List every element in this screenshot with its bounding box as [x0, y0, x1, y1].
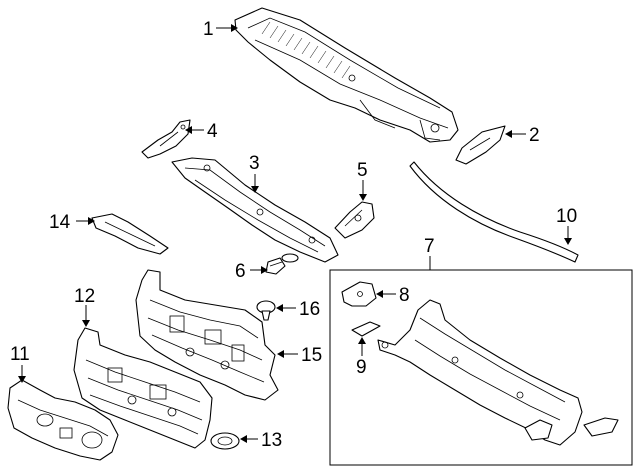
callout-7: 7 — [424, 236, 435, 257]
part-11-lower-insulator — [7, 379, 119, 461]
part-5-bracket — [334, 201, 375, 239]
part-6-hose — [265, 253, 299, 275]
part-9-shim — [351, 321, 381, 337]
part-16-clip — [256, 300, 276, 321]
part-10-weatherstrip — [409, 161, 579, 263]
callout-12: 12 — [74, 286, 95, 307]
part-14-side-trim — [91, 213, 169, 255]
callout-16: 16 — [299, 299, 320, 320]
callout-15: 15 — [301, 345, 322, 366]
part-8-bracket — [341, 281, 377, 307]
leader-lines — [18, 24, 572, 443]
part-4-brace — [141, 119, 191, 159]
callout-9: 9 — [356, 357, 367, 378]
callout-4: 4 — [207, 121, 218, 142]
callout-2: 2 — [529, 125, 540, 146]
part-2-bracket — [455, 125, 506, 165]
part-12-dash-panel — [73, 327, 213, 449]
part-13-grommet — [210, 432, 240, 450]
callout-5: 5 — [357, 160, 368, 181]
callout-8: 8 — [399, 285, 410, 306]
part-7-cross-member — [377, 299, 619, 446]
callout-14: 14 — [49, 212, 71, 233]
callout-13: 13 — [261, 430, 282, 451]
callout-1: 1 — [203, 19, 214, 40]
callout-10: 10 — [556, 206, 577, 227]
sub-assembly-box — [329, 269, 633, 466]
callout-6: 6 — [235, 261, 246, 282]
part-15-dash-insulator — [135, 269, 279, 401]
part-1-cowl-panel — [234, 7, 459, 143]
callout-11: 11 — [10, 344, 30, 365]
part-3-inner-panel — [171, 157, 339, 263]
callout-3: 3 — [249, 153, 260, 174]
callout-labels: 1 2 3 4 5 6 7 8 9 10 11 12 13 14 15 16 — [10, 19, 577, 451]
